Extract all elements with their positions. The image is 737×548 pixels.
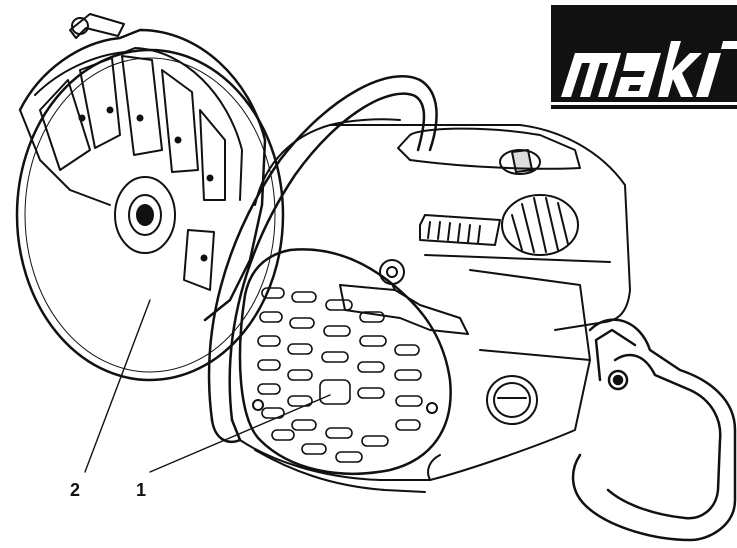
logo-graphic <box>551 5 737 109</box>
rear-handle <box>571 318 737 542</box>
front-handle <box>207 75 438 444</box>
side-knob <box>486 375 538 425</box>
cutting-disc <box>15 48 285 382</box>
makita-logo: mak <box>551 5 737 109</box>
base-plate <box>239 439 431 493</box>
blade-guard <box>18 13 267 322</box>
starter-cover <box>238 248 452 475</box>
callout-label-2: 2 <box>70 480 81 500</box>
leader-line-2 <box>84 299 151 473</box>
starter-handle <box>339 259 469 335</box>
engine-housing <box>254 118 631 481</box>
callout-leader-lines <box>84 299 331 473</box>
callout-label-1: 1 <box>136 480 147 500</box>
leader-line-1 <box>149 394 331 473</box>
